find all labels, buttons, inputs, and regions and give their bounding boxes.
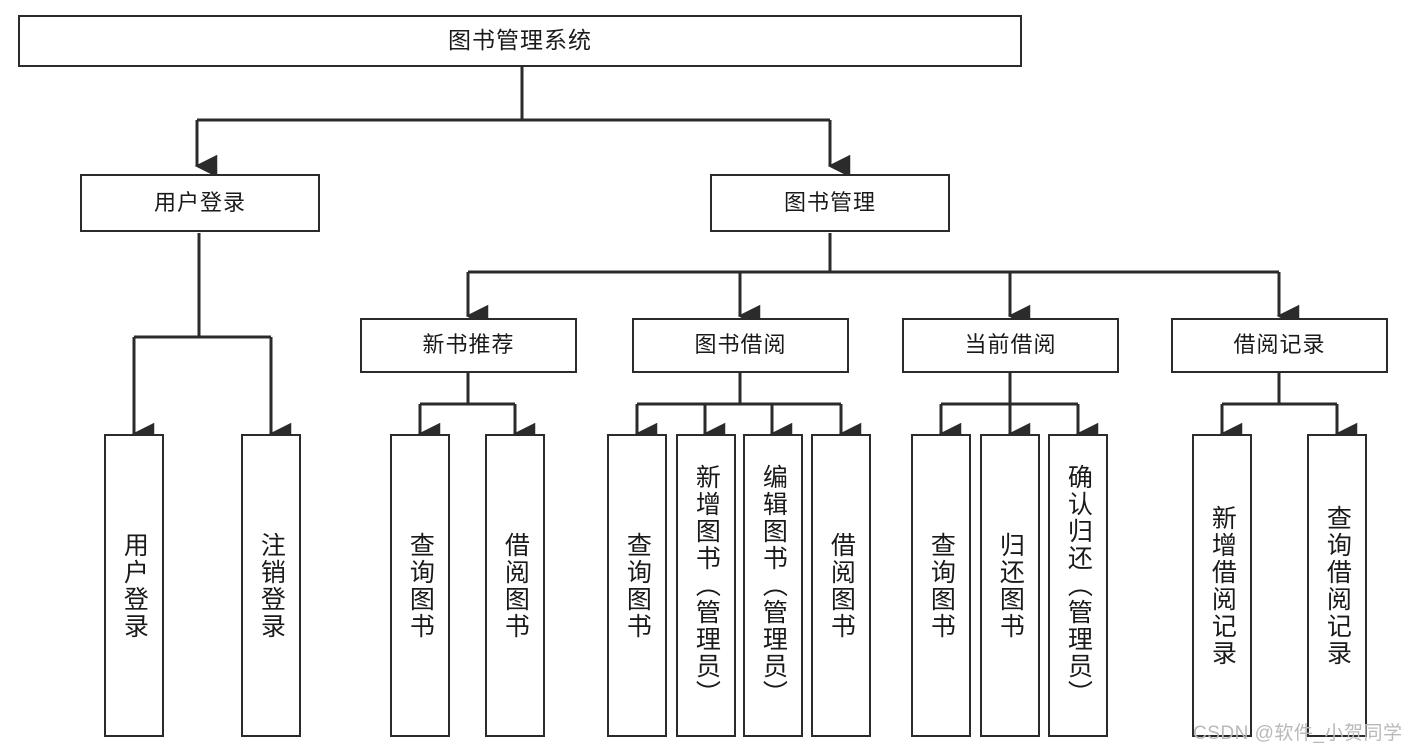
node-root-system[interactable]: 图书管理系统	[18, 15, 1022, 67]
node-label: 注销登录	[257, 531, 286, 640]
node-label: 借阅图书	[827, 531, 856, 640]
node-label: 确认归还（管理员）	[1064, 464, 1093, 707]
node-label: 图书管理	[783, 189, 876, 215]
leaf-borrow-book-recommend[interactable]: 借阅图书	[485, 434, 545, 737]
csdn-watermark: CSDN @软件_小贺同学	[1193, 723, 1403, 744]
node-current-borrow[interactable]: 当前借阅	[902, 318, 1119, 373]
leaf-query-book-borrow[interactable]: 查询图书	[607, 434, 667, 737]
node-label: 查询借阅记录	[1323, 504, 1352, 667]
node-label: 借阅记录	[1233, 332, 1326, 358]
leaf-user-login[interactable]: 用户登录	[104, 434, 164, 737]
node-new-book-recommend[interactable]: 新书推荐	[360, 318, 577, 373]
node-label: 编辑图书（管理员）	[759, 464, 788, 707]
leaf-query-borrow-record[interactable]: 查询借阅记录	[1307, 434, 1367, 737]
node-label: 新增图书（管理员）	[692, 464, 721, 707]
leaf-query-book-recommend[interactable]: 查询图书	[390, 434, 450, 737]
node-label: 新书推荐	[422, 332, 515, 358]
leaf-borrow-book[interactable]: 借阅图书	[811, 434, 871, 737]
node-book-management-module[interactable]: 图书管理	[710, 174, 950, 232]
leaf-edit-book-admin[interactable]: 编辑图书（管理员）	[743, 434, 803, 737]
node-label: 图书管理系统	[448, 27, 592, 54]
node-label: 用户登录	[153, 189, 246, 215]
node-label: 查询图书	[406, 531, 435, 640]
node-user-login-module[interactable]: 用户登录	[80, 174, 320, 232]
node-label: 新增借阅记录	[1208, 504, 1237, 667]
node-label: 查询图书	[623, 531, 652, 640]
node-label: 图书借阅	[694, 332, 787, 358]
leaf-add-borrow-record[interactable]: 新增借阅记录	[1192, 434, 1252, 737]
node-label: 用户登录	[120, 531, 149, 640]
node-label: 借阅图书	[501, 531, 530, 640]
node-label: 当前借阅	[964, 332, 1057, 358]
node-book-borrow[interactable]: 图书借阅	[632, 318, 849, 373]
leaf-return-book[interactable]: 归还图书	[980, 434, 1040, 737]
leaf-confirm-return-admin[interactable]: 确认归还（管理员）	[1048, 434, 1108, 737]
node-borrow-record[interactable]: 借阅记录	[1171, 318, 1388, 373]
node-label: 归还图书	[996, 531, 1025, 640]
leaf-query-book-current[interactable]: 查询图书	[911, 434, 971, 737]
node-label: 查询图书	[927, 531, 956, 640]
leaf-add-book-admin[interactable]: 新增图书（管理员）	[676, 434, 736, 737]
leaf-logout[interactable]: 注销登录	[241, 434, 301, 737]
